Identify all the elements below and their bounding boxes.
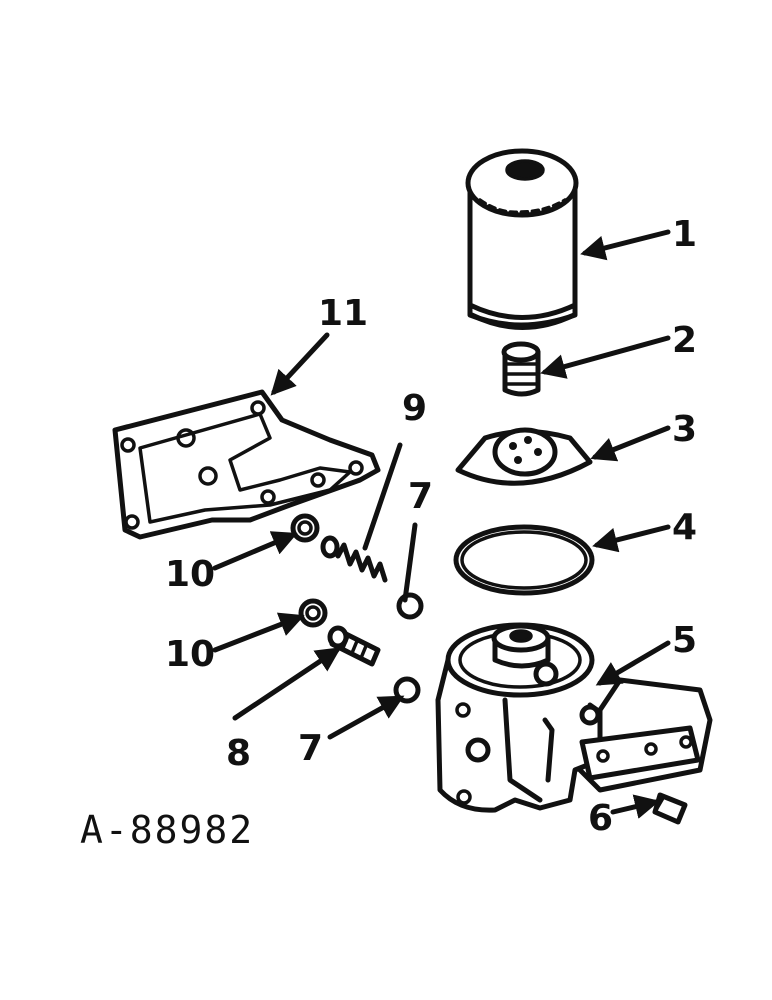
drain-plug — [652, 792, 688, 825]
callout-5: 5 — [672, 620, 697, 661]
callout-10-lower: 10 — [165, 634, 215, 675]
filter-base-housing — [435, 622, 713, 813]
relief-spring — [320, 535, 388, 583]
washer-lower — [298, 598, 328, 628]
callout-6: 6 — [588, 798, 613, 839]
callout-8: 8 — [226, 733, 251, 774]
callout-1: 1 — [672, 214, 697, 255]
callout-9: 9 — [402, 388, 427, 429]
o-ring-seal — [453, 524, 595, 596]
filter-cartridge — [465, 148, 579, 330]
figure-reference: A-88982 — [80, 808, 254, 852]
cover-gasket — [112, 389, 381, 540]
callout-3: 3 — [672, 409, 697, 450]
callout-11: 11 — [318, 293, 368, 334]
threaded-nipple — [501, 341, 541, 397]
leader-lines — [212, 229, 671, 819]
callout-4: 4 — [672, 507, 697, 548]
callout-10-upper: 10 — [165, 554, 215, 595]
washer-upper — [290, 513, 320, 543]
callout-7-lower: 7 — [298, 728, 323, 769]
check-ball-lower — [393, 676, 421, 704]
check-ball-upper — [396, 592, 424, 620]
callout-2: 2 — [672, 320, 697, 361]
filter-base-cover — [455, 427, 593, 486]
callout-7-upper: 7 — [408, 476, 433, 517]
valve-plug — [327, 625, 381, 667]
